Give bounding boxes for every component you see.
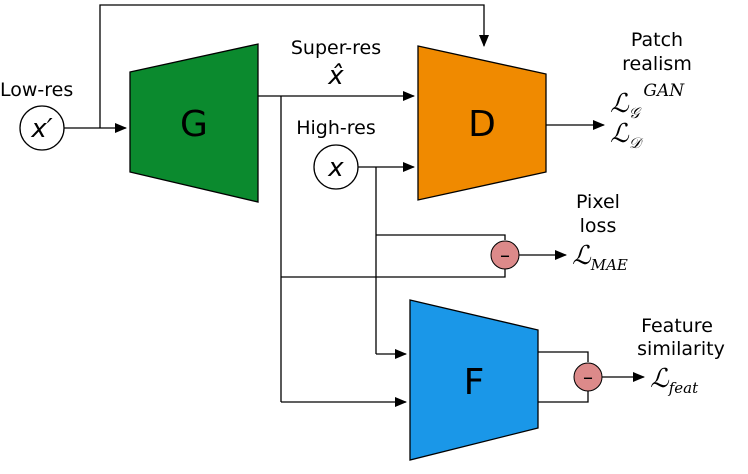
f-out-top (538, 351, 589, 362)
low-res-label: Low-res (0, 79, 73, 101)
pixel-loss-label-2: loss (580, 215, 617, 237)
arrow-xprime-to-d (99, 4, 489, 128)
x-hat-symbol: x̂ (327, 61, 344, 91)
super-res-to-minus-mae (281, 266, 506, 278)
minus-sign-mae: – (500, 243, 510, 267)
feature-net-block (409, 299, 539, 461)
minus-sign-feat: – (583, 365, 593, 389)
feat-loss: ℒfeat (650, 364, 699, 397)
x-symbol: x (327, 153, 344, 183)
feature-sim-label-1: Feature (641, 315, 713, 337)
mae-loss: ℒMAE (572, 241, 628, 274)
generator-block (129, 43, 259, 203)
x-prime-symbol: x′ (30, 114, 52, 144)
patch-realism-label-2: realism (622, 53, 692, 75)
gan-loss-d: ℒ𝒟 (610, 119, 644, 152)
pixel-loss-label-1: Pixel (576, 191, 620, 213)
discriminator-label: D (468, 104, 496, 145)
high-res-label: High-res (296, 117, 376, 139)
feature-net-label: F (464, 362, 485, 403)
discriminator-block (417, 45, 547, 201)
gan-loss-g: ℒ𝒢GAN (610, 81, 685, 122)
generator-label: G (180, 104, 208, 145)
patch-realism-label-1: Patch (631, 29, 683, 51)
super-res-label: Super-res (291, 37, 381, 59)
feature-sim-label-2: similarity (637, 338, 725, 360)
f-out-bottom (538, 390, 589, 403)
high-res-to-minus-mae (376, 234, 506, 240)
